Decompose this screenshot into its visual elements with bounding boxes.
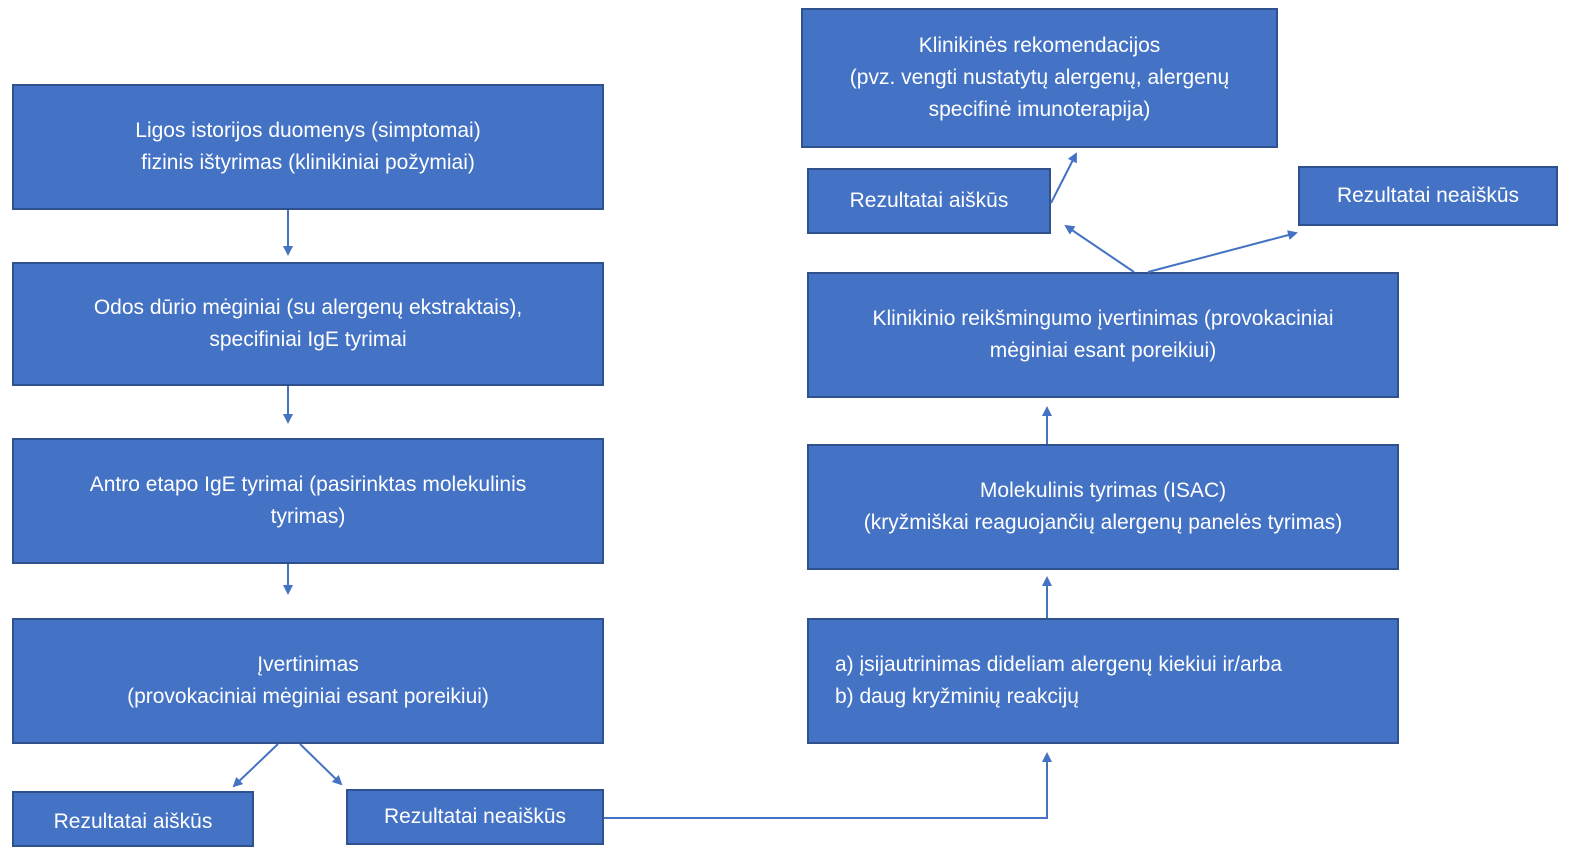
history-exam-line2: fizinis ištyrimas (klinikiniai požymiai) (141, 151, 475, 174)
skin-tests-line2: specifiniai IgE tyrimai (209, 328, 407, 351)
molecular-isac-box: Molekulinis tyrimas (ISAC) (kryžmiškai r… (807, 444, 1399, 570)
arrow-significance-to-unclear (1147, 230, 1298, 273)
arrow-clear-to-recommendations (1050, 152, 1077, 204)
left-result-unclear-label: Rezultatai neaiškūs (383, 805, 567, 828)
assessment-line1: Įvertinimas (257, 653, 359, 676)
right-result-clear-box: Rezultatai aiškūs (807, 168, 1051, 234)
left-result-clear-label: Rezultatai aiškūs (53, 810, 213, 833)
arrow-assessment-to-clear (232, 743, 279, 788)
recommendations-line3: specifinė imunoterapija) (928, 98, 1151, 121)
recommendations-line2: (pvz. vengti nustatytų alergenų, alergen… (849, 66, 1230, 89)
skin-tests-box: Odos dūrio mėginiai (su alergenų ekstrak… (12, 262, 604, 386)
right-result-unclear-box: Rezultatai neaiškūs (1298, 166, 1558, 226)
arrow-assessment-to-unclear (299, 743, 343, 786)
molecular-line2: (kryžmiškai reaguojančių alergenų panelė… (863, 511, 1343, 534)
arrow-significance-to-clear (1064, 224, 1135, 273)
clinical-significance-box: Klinikinio reikšmingumo įvertinimas (pro… (807, 272, 1399, 398)
right-result-clear-label: Rezultatai aiškūs (849, 189, 1009, 212)
clinical-significance-line1: Klinikinio reikšmingumo įvertinimas (pro… (872, 307, 1334, 330)
conditions-line1: a) įsijautrinimas dideliam alergenų kiek… (835, 653, 1283, 676)
left-result-unclear-box: Rezultatai neaiškūs (346, 789, 604, 845)
second-stage-ige-box: Antro etapo IgE tyrimai (pasirinktas mol… (12, 438, 604, 564)
recommendations-line1: Klinikinės rekomendacijos (918, 34, 1161, 57)
conditions-line2: b) daug kryžminių reakcijų (835, 685, 1079, 708)
clinical-significance-line2: mėginiai esant poreikiui) (989, 339, 1217, 362)
history-exam-line1: Ligos istorijos duomenys (simptomai) (135, 119, 481, 142)
second-stage-line2: tyrimas) (270, 505, 346, 528)
clinical-recommendations-box: Klinikinės rekomendacijos (pvz. vengti n… (801, 8, 1278, 148)
history-exam-box: Ligos istorijos duomenys (simptomai) fiz… (12, 84, 604, 210)
left-result-clear-box: Rezultatai aiškūs (12, 791, 254, 847)
conditions-box: a) įsijautrinimas dideliam alergenų kiek… (807, 618, 1399, 744)
second-stage-line1: Antro etapo IgE tyrimai (pasirinktas mol… (89, 473, 527, 496)
skin-tests-line1: Odos dūrio mėginiai (su alergenų ekstrak… (93, 296, 523, 319)
right-result-unclear-label: Rezultatai neaiškūs (1336, 184, 1520, 207)
arrow-unclear-to-conditions (604, 752, 1052, 819)
assessment-line2: (provokaciniai mėginiai esant poreikiui) (127, 685, 489, 708)
molecular-line1: Molekulinis tyrimas (ISAC) (979, 479, 1227, 502)
assessment-box: Įvertinimas (provokaciniai mėginiai esan… (12, 618, 604, 744)
